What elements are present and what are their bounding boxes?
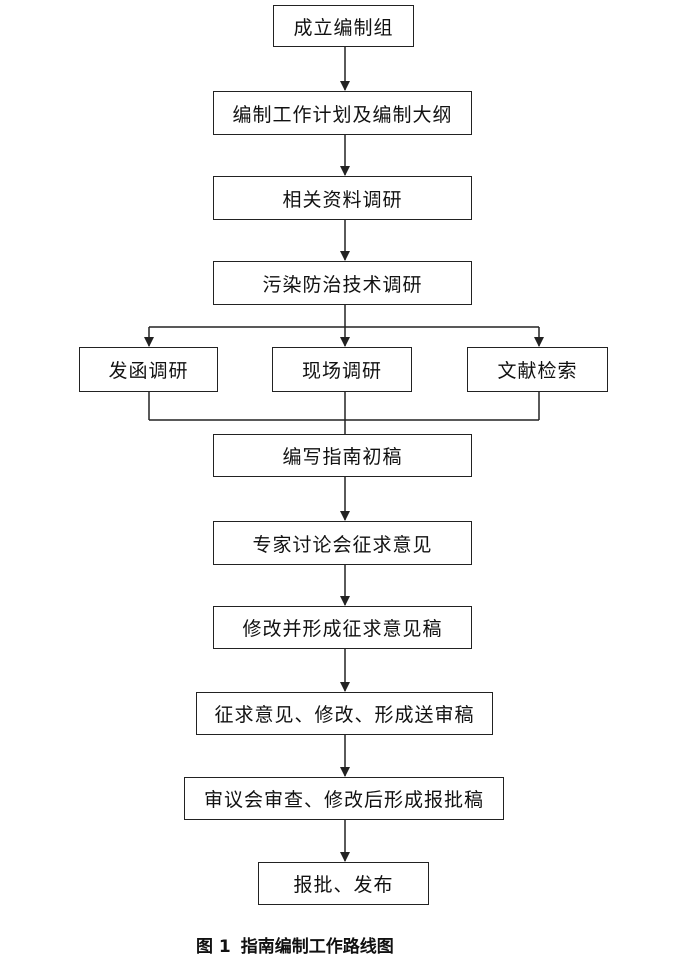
figure-caption: 图 1 指南编制工作路线图 [196, 932, 404, 957]
branch-literature-search: 文献检索 [467, 347, 608, 392]
figure-title: 指南编制工作路线图 [240, 937, 394, 957]
step-publish: 报批、发布 [258, 862, 429, 905]
branch-letter-survey: 发函调研 [79, 347, 218, 392]
branch-field-survey: 现场调研 [272, 347, 412, 392]
figure-number: 图 1 [196, 937, 231, 957]
step-approval-draft: 审议会审查、修改后形成报批稿 [184, 777, 504, 820]
step-work-plan: 编制工作计划及编制大纲 [213, 91, 472, 135]
step-form-team: 成立编制组 [273, 5, 414, 47]
step-expert-meeting: 专家讨论会征求意见 [213, 521, 472, 565]
step-review-draft: 征求意见、修改、形成送审稿 [196, 692, 493, 735]
step-first-draft: 编写指南初稿 [213, 434, 472, 477]
step-comment-draft: 修改并形成征求意见稿 [213, 606, 472, 649]
step-data-research: 相关资料调研 [213, 176, 472, 220]
step-tech-research: 污染防治技术调研 [213, 261, 472, 305]
